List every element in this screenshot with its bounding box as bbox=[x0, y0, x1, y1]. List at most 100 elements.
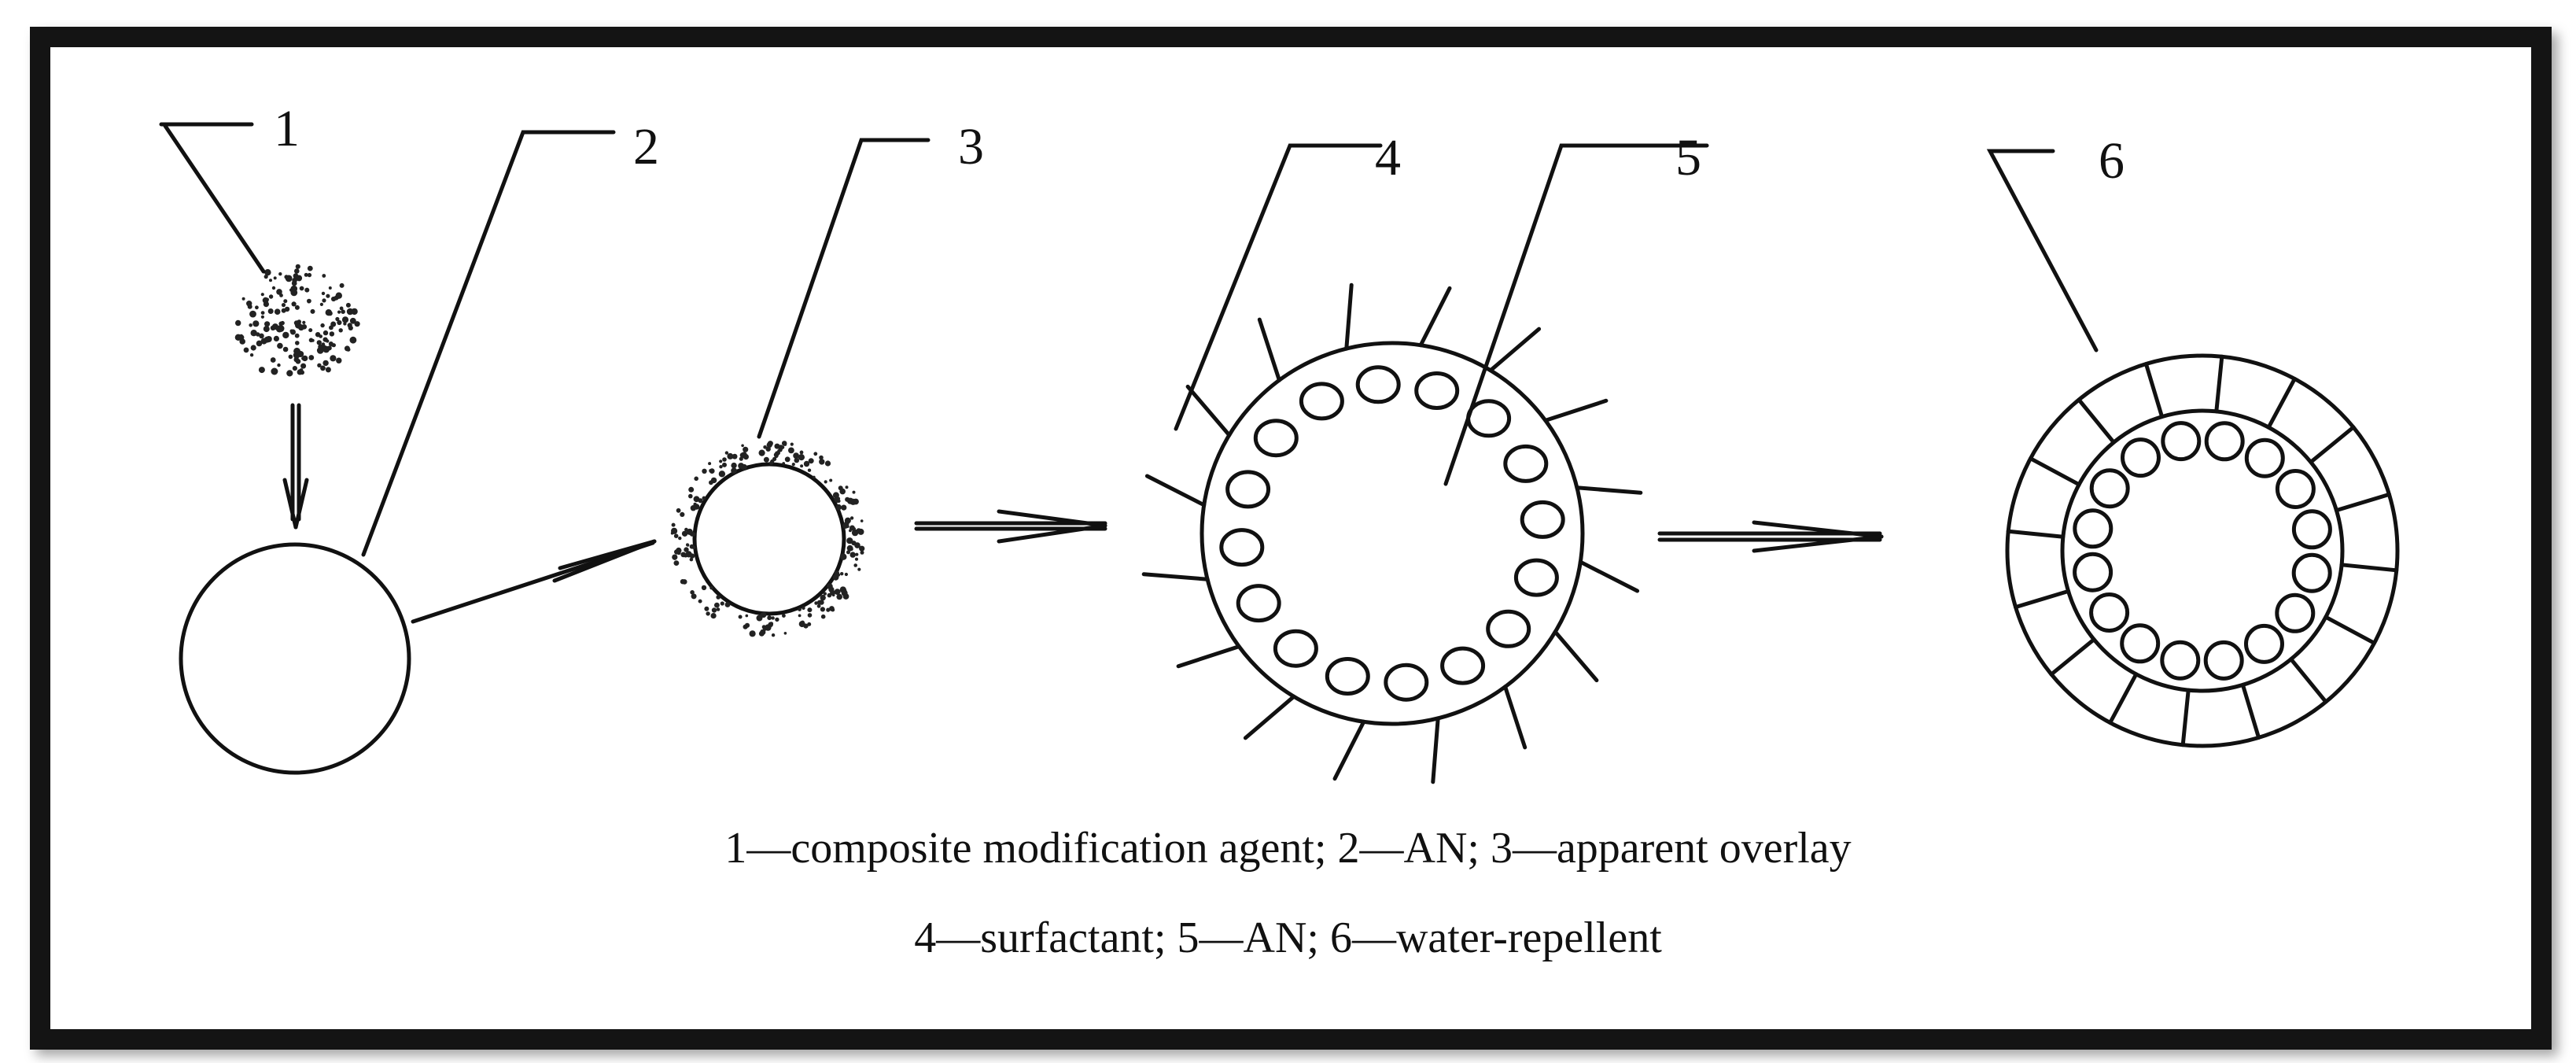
overlay-dot bbox=[758, 630, 765, 637]
overlay-dot bbox=[691, 532, 696, 537]
overlay-dot bbox=[686, 543, 689, 547]
overlay-dot bbox=[854, 557, 859, 561]
overlay-dot bbox=[801, 620, 805, 625]
overlay-dot bbox=[846, 550, 850, 555]
agent-dot bbox=[301, 356, 305, 360]
agent-dot bbox=[260, 338, 267, 345]
label-1: 1 bbox=[274, 100, 300, 157]
agent-dot bbox=[282, 331, 289, 339]
overlay-dot bbox=[798, 607, 802, 611]
overlay-sphere bbox=[692, 462, 846, 616]
agent-dot bbox=[318, 344, 323, 350]
an-bead bbox=[2291, 552, 2332, 593]
overlay-dot bbox=[689, 553, 695, 559]
agent-dot bbox=[322, 330, 329, 336]
an-bead bbox=[1355, 365, 1401, 404]
agent-dot bbox=[260, 315, 264, 319]
overlay-dot bbox=[704, 606, 709, 611]
overlay-dot bbox=[680, 579, 686, 585]
an-bead bbox=[2073, 508, 2113, 549]
agent-dot bbox=[294, 268, 300, 274]
agent-dot bbox=[246, 301, 252, 307]
water-repellent-segment bbox=[2339, 563, 2399, 573]
label-2: 2 bbox=[633, 118, 659, 175]
overlay-dot bbox=[719, 465, 723, 469]
water-repellent-segment bbox=[2266, 377, 2297, 430]
agent-dot bbox=[322, 274, 326, 278]
agent-dot bbox=[264, 321, 271, 327]
overlay-dot bbox=[814, 601, 818, 605]
overlay-dot bbox=[691, 593, 697, 600]
arrow-diagonal bbox=[411, 539, 657, 624]
overlay-dot bbox=[722, 457, 727, 462]
agent-dot bbox=[348, 325, 353, 330]
agent-dot bbox=[249, 353, 254, 357]
surfactant-tail bbox=[1578, 559, 1640, 593]
overlay-dot bbox=[693, 504, 700, 510]
diagram-frame bbox=[30, 27, 2552, 1050]
agent-dot bbox=[286, 370, 293, 377]
agent-dot bbox=[325, 309, 332, 316]
agent-dot bbox=[326, 339, 330, 343]
overlay-dot bbox=[829, 478, 833, 482]
overlay-dot bbox=[854, 542, 861, 548]
an-bead bbox=[2291, 509, 2332, 550]
agent-dot bbox=[273, 276, 277, 280]
overlay-dot bbox=[781, 445, 785, 449]
overlay-dot bbox=[732, 453, 738, 460]
label-4: 4 bbox=[1375, 129, 1401, 186]
agent-dot bbox=[277, 325, 285, 332]
overlay-dot bbox=[845, 496, 850, 502]
surfactant-tail bbox=[1185, 384, 1232, 437]
overlay-dot bbox=[820, 614, 826, 619]
agent-dot bbox=[260, 293, 264, 297]
agent-dot bbox=[263, 301, 269, 308]
overlay-dot bbox=[727, 452, 734, 460]
overlay-dot bbox=[698, 498, 703, 504]
agent-dot bbox=[267, 308, 274, 314]
surfactant-beads bbox=[1219, 365, 1565, 702]
agent-dot bbox=[278, 321, 284, 327]
agent-dot bbox=[249, 310, 256, 318]
overlay-dot bbox=[722, 462, 727, 467]
overlay-dot bbox=[857, 528, 864, 535]
surfactant-tail bbox=[1431, 716, 1440, 784]
overlay-dot bbox=[794, 457, 800, 463]
overlay-dot bbox=[701, 585, 707, 591]
overlay-dot bbox=[849, 552, 856, 558]
overlay-dot bbox=[778, 448, 782, 452]
overlay-dot bbox=[676, 547, 682, 554]
overlay-dot bbox=[767, 615, 772, 621]
overlay-dot bbox=[670, 531, 674, 535]
overlay-dot bbox=[676, 508, 681, 513]
an-bead bbox=[1466, 399, 1512, 438]
agent-dot bbox=[307, 265, 313, 271]
an-bead bbox=[2089, 468, 2130, 509]
an-bead bbox=[1503, 444, 1549, 483]
overlay-dot bbox=[807, 613, 813, 618]
arrow-right-1 bbox=[914, 509, 1107, 544]
an-bead bbox=[2204, 421, 2245, 462]
agent-dot bbox=[329, 331, 335, 337]
overlay-dot bbox=[849, 516, 854, 520]
caption-line-1: 1—composite modification agent; 2—AN; 3—… bbox=[724, 824, 1852, 873]
agent-dot bbox=[319, 334, 323, 338]
overlay-dot bbox=[799, 450, 804, 455]
surfactant-tail bbox=[1332, 719, 1366, 781]
overlay-dot bbox=[710, 477, 717, 484]
overlay-dot bbox=[708, 462, 712, 466]
caption-line-2: 4—surfactant; 5—AN; 6—water-repellent bbox=[914, 914, 1662, 962]
agent-dot bbox=[346, 347, 351, 352]
overlay-dot bbox=[741, 465, 746, 470]
agent-dot bbox=[239, 334, 244, 338]
agent-dot bbox=[319, 302, 323, 306]
overlay-dot bbox=[798, 614, 802, 618]
overlay-dot bbox=[709, 468, 715, 474]
arrow-right-2 bbox=[1657, 520, 1884, 553]
overlay-dot bbox=[680, 511, 685, 518]
overlay-dot bbox=[706, 611, 710, 616]
agent-dot bbox=[304, 272, 308, 277]
overlay-dot bbox=[765, 446, 771, 452]
water-repellent-segments bbox=[2006, 354, 2399, 747]
overlay-dot bbox=[711, 607, 717, 613]
